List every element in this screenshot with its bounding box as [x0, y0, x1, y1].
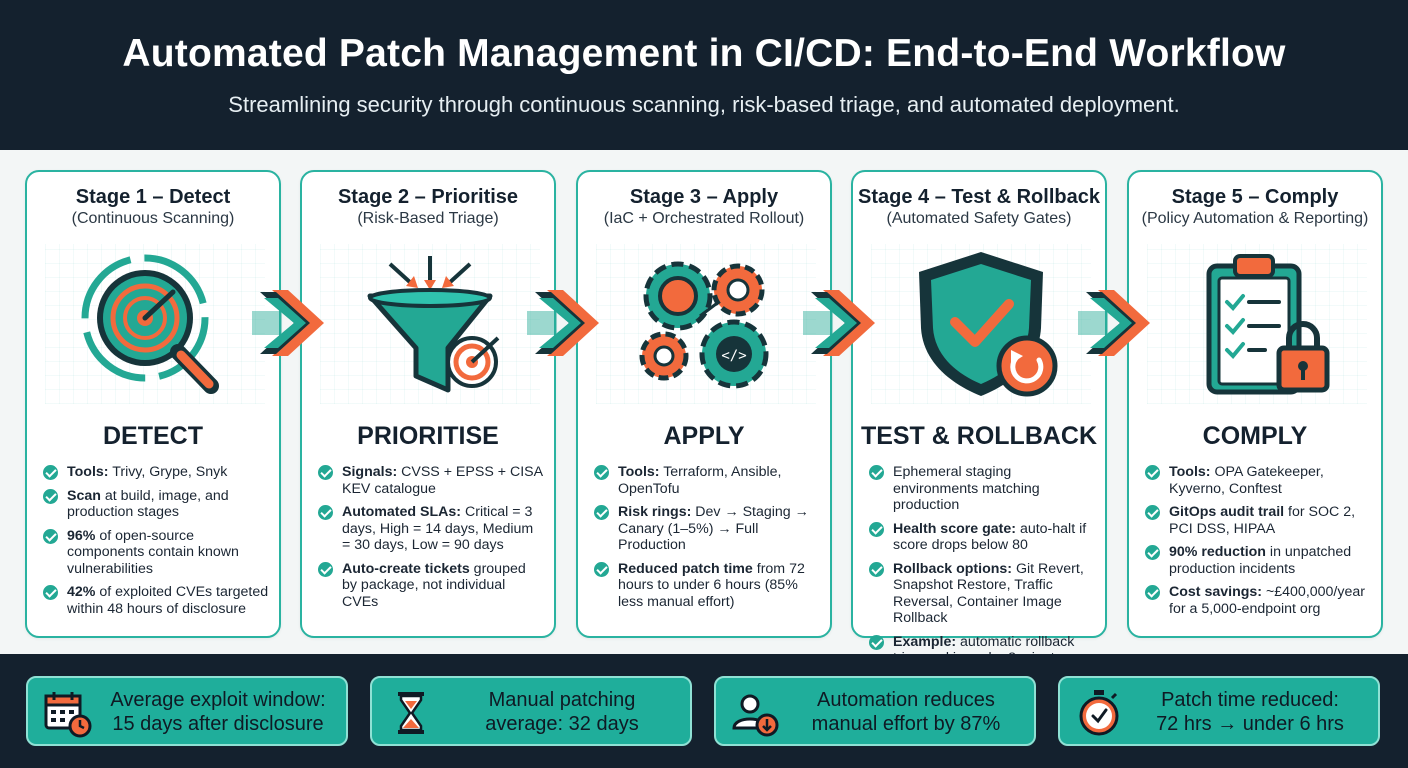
stage-card-test-rollback: Stage 4 – Test & Rollback (Automated Saf… [851, 170, 1107, 683]
check-icon [1145, 505, 1160, 520]
stage-card-comply: Stage 5 – Comply (Policy Automation & Re… [1127, 170, 1383, 638]
check-icon [869, 465, 884, 480]
bullet-item: Scan at build, image, and production sta… [43, 488, 269, 521]
funnel-target-icon [320, 244, 540, 404]
bullet-item: Tools: OPA Gatekeeper, Kyverno, Conftest [1145, 464, 1371, 497]
stage-title: Stage 5 – Comply [1171, 186, 1339, 208]
bullet-item: Reduced patch time from 72 hours to unde… [594, 561, 820, 611]
stage-title: Stage 1 – Detect [75, 186, 231, 208]
check-icon [318, 465, 333, 480]
stage-heading: TEST & ROLLBACK [860, 422, 1098, 450]
flow-arrow-icon [527, 278, 611, 368]
check-icon [869, 561, 884, 577]
stage-bullets: Signals: CVSS + EPSS + CISA KEV catalogu… [318, 464, 544, 617]
bullet-item: Health score gate: auto-halt if score dr… [869, 521, 1095, 554]
page-subtitle: Streamlining security through continuous… [228, 92, 1180, 117]
stats-footer: Average exploit window:15 days after dis… [0, 654, 1408, 768]
check-icon [594, 465, 609, 480]
stage-subtitle: (Automated Safety Gates) [886, 210, 1072, 227]
stage-subtitle: (Risk-Based Triage) [357, 210, 499, 227]
check-icon [43, 585, 58, 600]
stage-heading: COMPLY [1202, 422, 1308, 450]
check-icon [1145, 545, 1160, 560]
stage-bullets: Tools: Trivy, Grype, Snyk Scan at build,… [43, 464, 269, 624]
bullet-item: GitOps audit trail for SOC 2, PCI DSS, H… [1145, 504, 1371, 537]
stages-panel: Stage 1 – Detect (Continuous Scanning) D… [0, 150, 1408, 683]
stage-title: Stage 3 – Apply [629, 186, 779, 208]
calendar-clock-icon [44, 692, 92, 738]
svg-text:</>: </> [721, 348, 746, 364]
page-title: Automated Patch Management in CI/CD: End… [122, 32, 1286, 75]
stat-text: Patch time reduced:72 hrs → under 6 hrs [1156, 689, 1344, 735]
stage-heading: APPLY [663, 422, 745, 450]
check-icon [43, 528, 58, 544]
stage-bullets: Tools: OPA Gatekeeper, Kyverno, Conftest… [1145, 464, 1371, 624]
flow-arrow-icon [1078, 278, 1162, 368]
flow-arrow-icon [252, 278, 336, 368]
bullet-item: 96% of open-source components contain kn… [43, 528, 269, 578]
hourglass-icon [398, 692, 424, 734]
stage-bullets: Tools: Terraform, Ansible, OpenTofu Risk… [594, 464, 820, 617]
bullet-item: Tools: Terraform, Ansible, OpenTofu [594, 464, 820, 497]
stage-title: Stage 2 – Prioritise [337, 186, 519, 208]
bullet-item: Tools: Trivy, Grype, Snyk [43, 464, 269, 481]
bullet-item: 90% reduction in unpatched production in… [1145, 544, 1371, 577]
bullet-item: 42% of exploited CVEs targeted within 48… [43, 584, 269, 617]
stage-subtitle: (Continuous Scanning) [71, 210, 235, 227]
check-icon [1145, 465, 1160, 480]
stat-text: Average exploit window:15 days after dis… [110, 689, 326, 735]
radar-magnifier-icon [45, 244, 265, 404]
check-icon [594, 561, 609, 577]
check-icon [1145, 585, 1160, 600]
stat-patch-time: Patch time reduced:72 hrs → under 6 hrs [1058, 676, 1380, 746]
bullet-item: Cost savings: ~£400,000/year for a 5,000… [1145, 584, 1371, 617]
shield-check-rollback-icon [871, 244, 1091, 404]
header: Automated Patch Management in CI/CD: End… [0, 0, 1408, 150]
clipboard-lock-icon [1147, 244, 1367, 404]
stage-heading: DETECT [103, 422, 203, 450]
check-icon [869, 521, 884, 537]
check-icon [43, 465, 58, 480]
stopwatch-icon [1079, 690, 1119, 736]
stage-subtitle: (Policy Automation & Reporting) [1141, 210, 1369, 227]
flow-arrow-icon [803, 278, 887, 368]
bullet-item: Ephemeral staging environments matching … [869, 464, 1095, 514]
stage-card-prioritise: Stage 2 – Prioritise (Risk-Based Triage)… [300, 170, 556, 638]
check-icon [869, 634, 884, 650]
bullet-item: Rollback options: Git Revert, Snapshot R… [869, 561, 1095, 627]
stat-exploit-window: Average exploit window:15 days after dis… [26, 676, 348, 746]
stage-title: Stage 4 – Test & Rollback [858, 186, 1100, 208]
bullet-item: Automated SLAs: Critical = 3 days, High … [318, 504, 544, 554]
stage-subtitle: (IaC + Orchestrated Rollout) [603, 210, 805, 227]
check-icon [594, 505, 609, 520]
bullet-item: Signals: CVSS + EPSS + CISA KEV catalogu… [318, 464, 544, 497]
check-icon [318, 505, 333, 520]
check-icon [43, 488, 58, 504]
stage-card-detect: Stage 1 – Detect (Continuous Scanning) D… [25, 170, 281, 638]
user-down-icon [732, 694, 779, 737]
stage-heading: PRIORITISE [357, 422, 499, 450]
bullet-item: Risk rings: Dev → Staging → Canary (1–5%… [594, 504, 820, 554]
gears-code-icon: </> [596, 244, 816, 404]
bullet-item: Auto-create tickets grouped by package, … [318, 561, 544, 611]
stage-card-apply: Stage 3 – Apply (IaC + Orchestrated Roll… [576, 170, 832, 638]
check-icon [318, 561, 333, 577]
